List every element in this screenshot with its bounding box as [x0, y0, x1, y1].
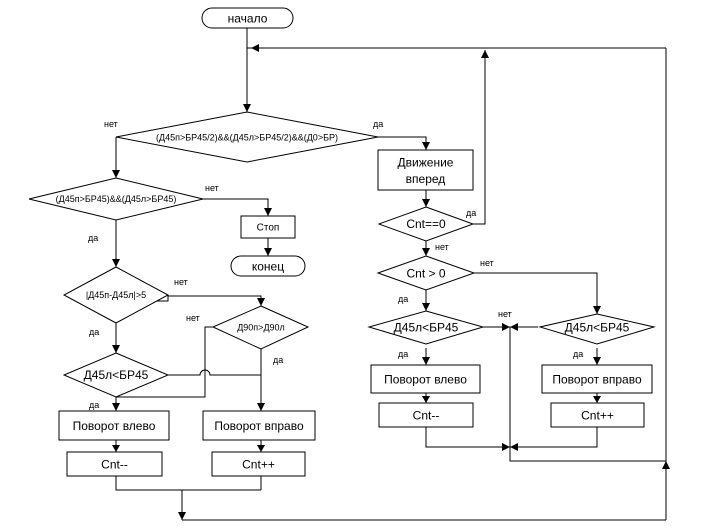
left-sensor-condition-text-left: Д45л<БР45: [84, 368, 149, 382]
arrow-into-diff: [112, 259, 120, 267]
label-diff-no: нет: [174, 277, 188, 287]
turn-right-box-right: [541, 364, 653, 394]
arrow-into-rightr: [593, 306, 601, 314]
label-cntzero-no: нет: [435, 242, 449, 252]
cnt-decrement-text-right: Cnt--: [413, 409, 440, 423]
arrow-into-d90: [257, 298, 265, 306]
label-leftr-no: нет: [498, 309, 512, 319]
label-cntpos-yes: да: [398, 294, 408, 304]
start-terminator: [201, 7, 294, 29]
main-condition-text: (Д45п>БР45/2)&&(Д45л>БР45/2)&&(Д0>БР): [156, 133, 338, 143]
arrow-into-turnlr: [422, 357, 430, 365]
arrow-into-decr: [422, 396, 430, 403]
cnt-positive-condition-diamond: [376, 255, 476, 291]
arrow-into-incr: [593, 396, 601, 403]
turn-left-text-left: Поворот влево: [73, 419, 156, 433]
turn-left-box-right: [370, 364, 481, 394]
arrow-into-both: [112, 170, 120, 178]
label-d90-yes: да: [273, 355, 283, 365]
both-condition-diamond: [28, 177, 204, 221]
left-sensor-condition-text-right-b: Д45л<БР45: [565, 321, 630, 335]
arrow-into-forward: [422, 142, 430, 150]
main-condition-diamond: [115, 111, 379, 163]
move-forward-box: [377, 149, 474, 191]
turn-right-text-left: Поворот вправо: [214, 419, 304, 433]
end-terminator: [230, 255, 306, 277]
arrow-into-leftr: [422, 303, 430, 311]
connector-cntzero-yes: [473, 50, 486, 225]
arrow-into-incl: [257, 445, 265, 452]
left-sensor-condition-diamond-left: [62, 352, 170, 398]
cnt-increment-box-left: [211, 451, 306, 477]
arrowheads: [112, 44, 670, 520]
label-cntzero-yes: да: [466, 208, 476, 218]
connector-decr-merge: [425, 427, 510, 448]
left-sensor-condition-diamond-right-a: [367, 310, 485, 345]
label-both-yes: да: [88, 233, 98, 243]
connector-decl-merge: [115, 476, 261, 491]
cnt-increment-text-right: Cnt++: [581, 409, 614, 423]
arrow-merge-bottom-r: [510, 443, 518, 451]
arrow-up-loop: [481, 50, 489, 58]
turn-right-box-left: [202, 410, 316, 441]
arrow-into-turnrr: [593, 357, 601, 365]
arrow-merge-right: [510, 323, 518, 331]
branch-labels: нет да нет да нет да нет да да да нет не…: [88, 119, 583, 410]
arrow-into-cntpos: [422, 248, 430, 256]
connector-main-yes: [378, 136, 427, 150]
arrow-merge-left: [502, 323, 510, 331]
turn-left-text-right: Поворот влево: [384, 373, 467, 387]
diff-condition-text: |Д45п-Д45л|>5: [86, 290, 146, 300]
arrow-into-stop: [264, 208, 272, 216]
cnt-decrement-box-right: [378, 402, 474, 428]
arrow-into-end: [264, 248, 272, 256]
connector-both-no: [203, 198, 269, 216]
arrow-down-merge: [178, 512, 186, 520]
cnt-zero-condition-text: Cnt==0: [406, 217, 446, 231]
arrow-into-turnr: [257, 403, 265, 411]
arrow-into-loop: [251, 44, 259, 52]
stop-box: [240, 215, 296, 239]
arrow-into-main: [243, 104, 251, 112]
label-diff-yes: да: [89, 327, 99, 337]
connector-incr-merge: [510, 427, 598, 448]
cnt-decrement-box-left: [66, 451, 163, 477]
connector-leftl-no: [168, 369, 261, 376]
cnt-zero-condition-diamond: [377, 206, 475, 242]
label-d90-no: нет: [186, 313, 200, 323]
connector-merge-riser: [509, 327, 666, 462]
label-main-yes: да: [373, 119, 383, 129]
arrow-into-leftl: [112, 345, 120, 353]
move-forward-text-line1: Движение: [398, 156, 454, 170]
move-forward-text-line2: вперед: [406, 172, 446, 186]
label-main-no: нет: [104, 119, 118, 129]
d90-condition-diamond: [211, 305, 310, 350]
left-sensor-condition-diamond-right-b: [538, 313, 656, 345]
end-text: конец: [252, 260, 284, 274]
connector-cntpos-no: [474, 272, 598, 314]
both-condition-text: (Д45п>БР45)&&(Д45л>БР45): [56, 194, 177, 204]
d90-condition-text: Д90п>Д90л: [237, 323, 285, 333]
start-text: начало: [228, 12, 268, 26]
left-sensor-condition-text-right-a: Д45л<БР45: [394, 321, 459, 335]
cnt-increment-text-left: Cnt++: [242, 458, 275, 472]
cnt-positive-condition-text: Cnt > 0: [406, 267, 445, 281]
arrow-into-cntzero: [422, 199, 430, 207]
stop-text: Стоп: [257, 223, 280, 234]
arrow-into-decl: [112, 445, 120, 452]
cnt-increment-box-right: [550, 402, 645, 428]
turn-left-box-left: [58, 410, 170, 441]
label-leftl-yes: да: [89, 400, 99, 410]
turn-right-text-right: Поворот вправо: [552, 373, 642, 387]
cnt-decrement-text-left: Cnt--: [101, 458, 128, 472]
label-rightr-yes: да: [573, 349, 583, 359]
arrow-right-riser: [662, 461, 670, 469]
arrow-merge-bottom-l: [502, 443, 510, 451]
diff-condition-diamond: [62, 266, 170, 324]
label-leftr-yes: да: [398, 349, 408, 359]
label-both-no: нет: [205, 183, 219, 193]
label-cntpos-no: нет: [480, 258, 494, 268]
arrow-into-turnl: [112, 403, 120, 411]
